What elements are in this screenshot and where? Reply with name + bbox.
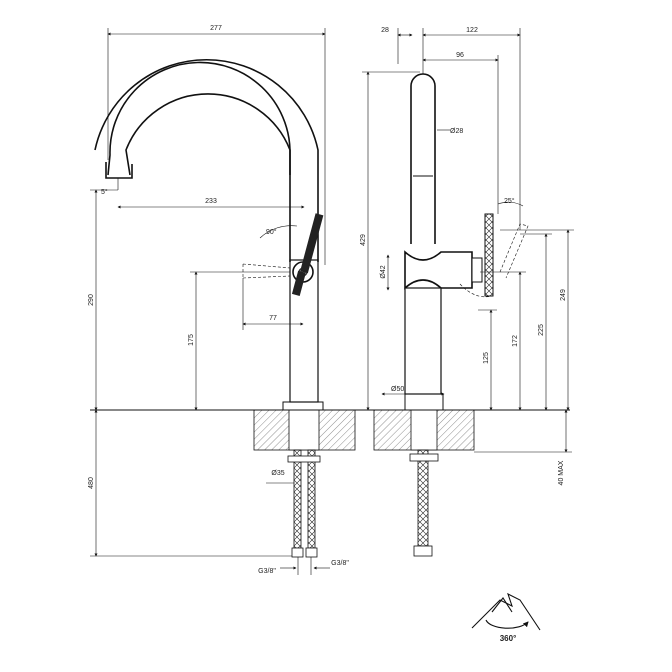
side-body (404, 250, 473, 290)
label-d50: Ø50 (391, 386, 404, 393)
side-base-flange (404, 393, 444, 411)
label-90deg: 90° (266, 228, 277, 236)
front-body-column (289, 259, 319, 403)
side-cartridge (471, 257, 483, 283)
side-body-column (404, 287, 442, 395)
label-233: 233 (205, 198, 217, 205)
label-249: 249 (560, 289, 567, 301)
front-angle-arc (259, 225, 298, 239)
label-d35: Ø35 (271, 470, 284, 477)
label-d42: Ø42 (380, 265, 387, 278)
side-hose (417, 449, 429, 547)
front-spout-inner (125, 93, 291, 176)
label-277: 277 (210, 25, 222, 32)
side-mount-hole (410, 409, 438, 451)
label-d28: Ø28 (450, 128, 463, 135)
label-77: 77 (269, 315, 277, 322)
label-28: 28 (381, 27, 389, 34)
label-5deg: 5° (101, 188, 108, 196)
label-122: 122 (466, 27, 478, 34)
label-480: 480 (88, 477, 95, 489)
label-360: 360° (500, 634, 517, 643)
label-g38-right: G3/8" (331, 560, 349, 567)
label-25deg: 25° (504, 197, 515, 205)
front-aerator (105, 162, 133, 179)
front-base-flange (282, 401, 324, 411)
front-spout-outer (107, 61, 291, 176)
label-96: 96 (456, 52, 464, 59)
label-429: 429 (360, 234, 367, 246)
label-g38-left: G3/8" (258, 568, 276, 575)
label-172: 172 (512, 335, 519, 347)
label-40max: 40 MAX (558, 460, 565, 485)
side-lever-alt (499, 223, 529, 279)
label-225: 225 (538, 324, 545, 336)
side-fitting (413, 545, 433, 557)
front-spout-outer-b (94, 59, 319, 175)
front-view: 277 233 77 90° 5° 290 175 480 Ø35 G3/8" … (88, 25, 570, 575)
front-hose-left (293, 449, 302, 549)
side-angle-arc (497, 201, 524, 207)
side-tube (410, 73, 436, 244)
front-lever-alt (242, 263, 291, 279)
side-nut (409, 453, 439, 462)
front-hose-right (307, 449, 316, 549)
label-175: 175 (188, 334, 195, 346)
front-nut (287, 455, 321, 463)
front-mount-hole (288, 409, 320, 451)
side-view: 28 122 96 Ø28 429 Ø42 Ø50 25° 249 225 17… (360, 27, 574, 557)
front-lever-down (291, 270, 306, 296)
front-fitting-right (305, 547, 318, 558)
label-290: 290 (88, 294, 95, 306)
side-lever (484, 213, 494, 297)
front-fitting-left (291, 547, 304, 558)
label-125: 125 (483, 352, 490, 364)
swivel-arrow-icon: 360° (471, 592, 541, 643)
front-lever-up (300, 213, 324, 274)
